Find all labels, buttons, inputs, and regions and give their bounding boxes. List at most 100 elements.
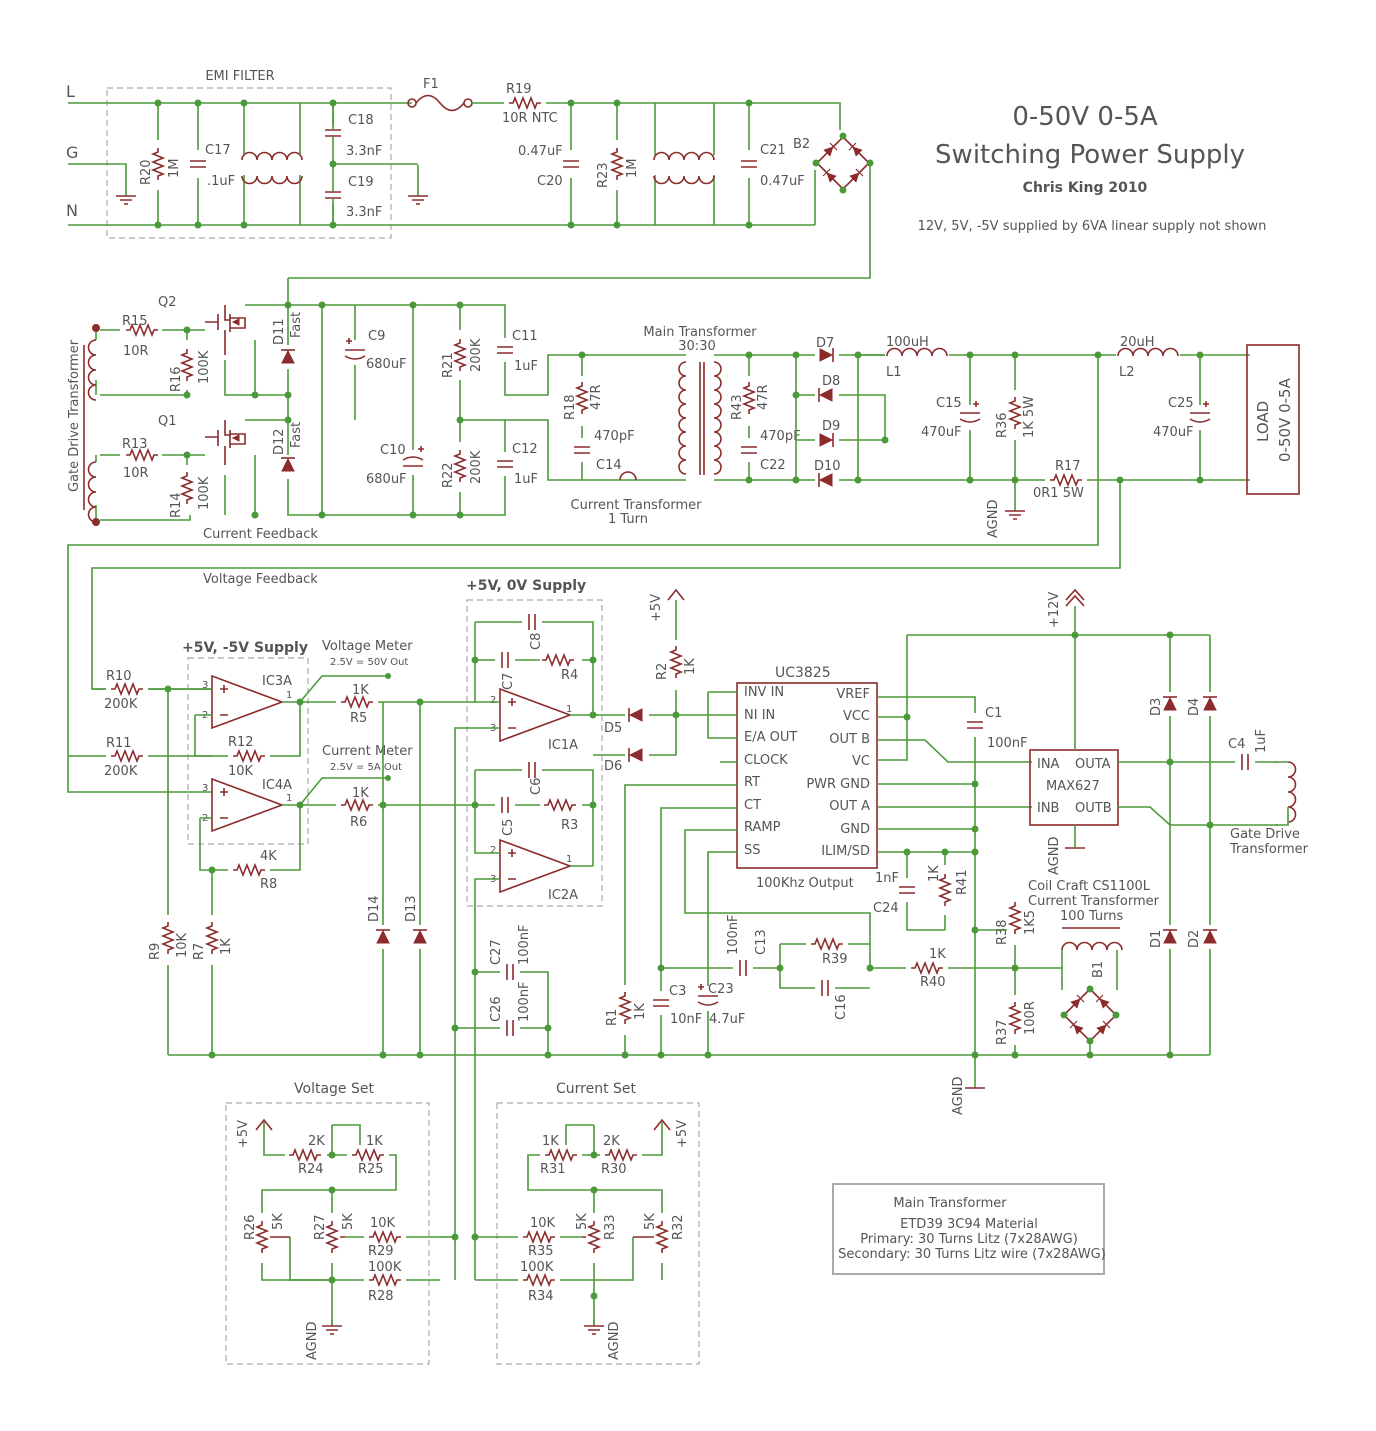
svg-text:R7: R7 xyxy=(192,943,207,960)
main-transformer-section: Main Transformer 30:30 R18 47R 470pF C14… xyxy=(563,325,801,527)
svg-text:INB: INB xyxy=(1037,801,1059,816)
emi-filter-label: EMI FILTER xyxy=(205,69,274,84)
transformer-ratio: 30:30 xyxy=(678,339,715,354)
svg-text:D9: D9 xyxy=(822,419,840,434)
meter-opamp-section: +5V, -5V Supply R10 200K R11 200K IC3A I… xyxy=(68,639,430,1055)
svg-text:D12: D12 xyxy=(272,428,287,455)
svg-text:B1: B1 xyxy=(1091,961,1106,978)
svg-text:10R: 10R xyxy=(123,344,149,359)
current-meter-label: Current Meter xyxy=(322,744,413,759)
svg-text:AGND: AGND xyxy=(951,1077,966,1115)
svg-text:VC: VC xyxy=(852,754,870,769)
svg-text:C23: C23 xyxy=(708,982,734,997)
svg-text:R8: R8 xyxy=(260,877,277,892)
svg-text:Primary: 30 Turns Litz (7x28AW: Primary: 30 Turns Litz (7x28AWG) xyxy=(860,1232,1078,1247)
svg-text:1K 5W: 1K 5W xyxy=(1022,396,1037,438)
svg-text:R18: R18 xyxy=(563,394,578,420)
svg-text:R30: R30 xyxy=(601,1162,627,1177)
load-label: LOAD xyxy=(1254,401,1272,442)
svg-text:100K: 100K xyxy=(197,350,212,384)
svg-text:CT: CT xyxy=(744,798,761,813)
title-line1: 0-50V 0-5A xyxy=(1012,102,1158,132)
svg-text:1K: 1K xyxy=(352,683,369,698)
svg-text:R19: R19 xyxy=(506,82,532,97)
svg-text:10nF: 10nF xyxy=(670,1012,702,1027)
svg-text:C25: C25 xyxy=(1168,396,1194,411)
svg-text:D8: D8 xyxy=(822,374,840,389)
svg-text:C1: C1 xyxy=(985,706,1002,721)
svg-text:C26: C26 xyxy=(489,996,504,1022)
svg-text:VREF: VREF xyxy=(836,687,870,702)
svg-text:D14: D14 xyxy=(367,895,382,922)
svg-text:0.47uF: 0.47uF xyxy=(760,174,805,189)
svg-text:INV IN: INV IN xyxy=(744,685,784,700)
svg-text:C12: C12 xyxy=(512,442,538,457)
current-set-section: Current Set +5V 1K R31 2K R30 5K R33 5K … xyxy=(471,1081,700,1365)
svg-text:.1uF: .1uF xyxy=(207,174,235,189)
svg-text:100K: 100K xyxy=(520,1260,554,1275)
svg-text:2K: 2K xyxy=(603,1134,620,1149)
svg-text:1K: 1K xyxy=(633,1003,648,1020)
svg-text:5K: 5K xyxy=(341,1213,356,1230)
svg-text:RAMP: RAMP xyxy=(744,820,781,835)
svg-text:5K: 5K xyxy=(271,1213,286,1230)
svg-text:R41: R41 xyxy=(955,869,970,895)
svg-text:+5V: +5V xyxy=(236,1120,251,1148)
svg-text:3.3nF: 3.3nF xyxy=(346,205,382,220)
svg-text:Coil Craft CS1100L: Coil Craft CS1100L xyxy=(1028,879,1151,894)
svg-text:Q1: Q1 xyxy=(158,414,177,429)
svg-text:+5V: +5V xyxy=(675,1120,690,1148)
svg-text:100Khz Output: 100Khz Output xyxy=(756,876,854,891)
svg-text:INA: INA xyxy=(1037,757,1060,772)
svg-text:1: 1 xyxy=(566,704,572,715)
svg-text:R16: R16 xyxy=(169,366,184,392)
gate-drive-label: Gate Drive xyxy=(1230,827,1300,842)
max627-section: MAX627 INA OUTA INB OUTB +12V AGND D3 D4… xyxy=(1029,588,1309,1059)
svg-text:NI IN: NI IN xyxy=(744,708,775,723)
svg-text:R27: R27 xyxy=(313,1214,328,1240)
svg-text:0R1 5W: 0R1 5W xyxy=(1033,486,1084,501)
svg-text:R43: R43 xyxy=(730,394,745,420)
svg-text:100nF: 100nF xyxy=(517,981,532,1022)
svg-text:3: 3 xyxy=(202,783,208,794)
uc3825-ic: UC3825 100Khz Output INV IN NI IN E/A OU… xyxy=(624,634,1210,1080)
or-diodes-section: D5 D6 +5V R2 1K xyxy=(604,588,708,774)
svg-text:E/A OUT: E/A OUT xyxy=(744,730,797,745)
svg-text:R39: R39 xyxy=(822,952,848,967)
svg-text:Fast: Fast xyxy=(289,312,304,338)
input-rectifier-section: F1 R19 10R NTC 0.47uF C20 R23 1M C21 0.4… xyxy=(288,77,874,279)
svg-text:10K: 10K xyxy=(228,764,254,779)
svg-text:200K: 200K xyxy=(469,450,484,484)
svg-text:R40: R40 xyxy=(920,975,946,990)
svg-text:1M: 1M xyxy=(167,159,182,179)
svg-text:C24: C24 xyxy=(873,901,899,916)
svg-text:20uH: 20uH xyxy=(1120,335,1155,350)
svg-text:100nF: 100nF xyxy=(726,914,741,955)
svg-text:R6: R6 xyxy=(350,815,367,830)
svg-text:2: 2 xyxy=(490,695,496,706)
svg-text:R33: R33 xyxy=(603,1214,618,1240)
svg-text:AGND: AGND xyxy=(1047,837,1062,875)
svg-text:+12V: +12V xyxy=(1047,592,1062,628)
svg-text:+5V, -5V Supply: +5V, -5V Supply xyxy=(182,640,308,656)
svg-text:R14: R14 xyxy=(169,492,184,518)
svg-text:PWR GND: PWR GND xyxy=(806,777,870,792)
current-meter-scale: 2.5V = 5A Out xyxy=(330,762,402,773)
svg-text:R1: R1 xyxy=(605,1009,620,1026)
svg-text:4K: 4K xyxy=(260,849,277,864)
svg-text:1K: 1K xyxy=(929,947,946,962)
svg-text:1M: 1M xyxy=(625,159,640,179)
svg-text:IC4A: IC4A xyxy=(262,778,292,793)
svg-text:1: 1 xyxy=(286,690,292,701)
input-L: L xyxy=(66,82,75,101)
load-box xyxy=(1246,344,1300,495)
svg-text:D5: D5 xyxy=(604,721,622,736)
svg-text:R38: R38 xyxy=(995,919,1010,945)
svg-text:R28: R28 xyxy=(368,1289,394,1304)
svg-text:R22: R22 xyxy=(441,462,456,488)
svg-text:+5V, 0V Supply: +5V, 0V Supply xyxy=(466,578,586,594)
svg-text:C3: C3 xyxy=(669,984,686,999)
svg-text:C11: C11 xyxy=(512,329,538,344)
svg-text:C21: C21 xyxy=(760,143,786,158)
